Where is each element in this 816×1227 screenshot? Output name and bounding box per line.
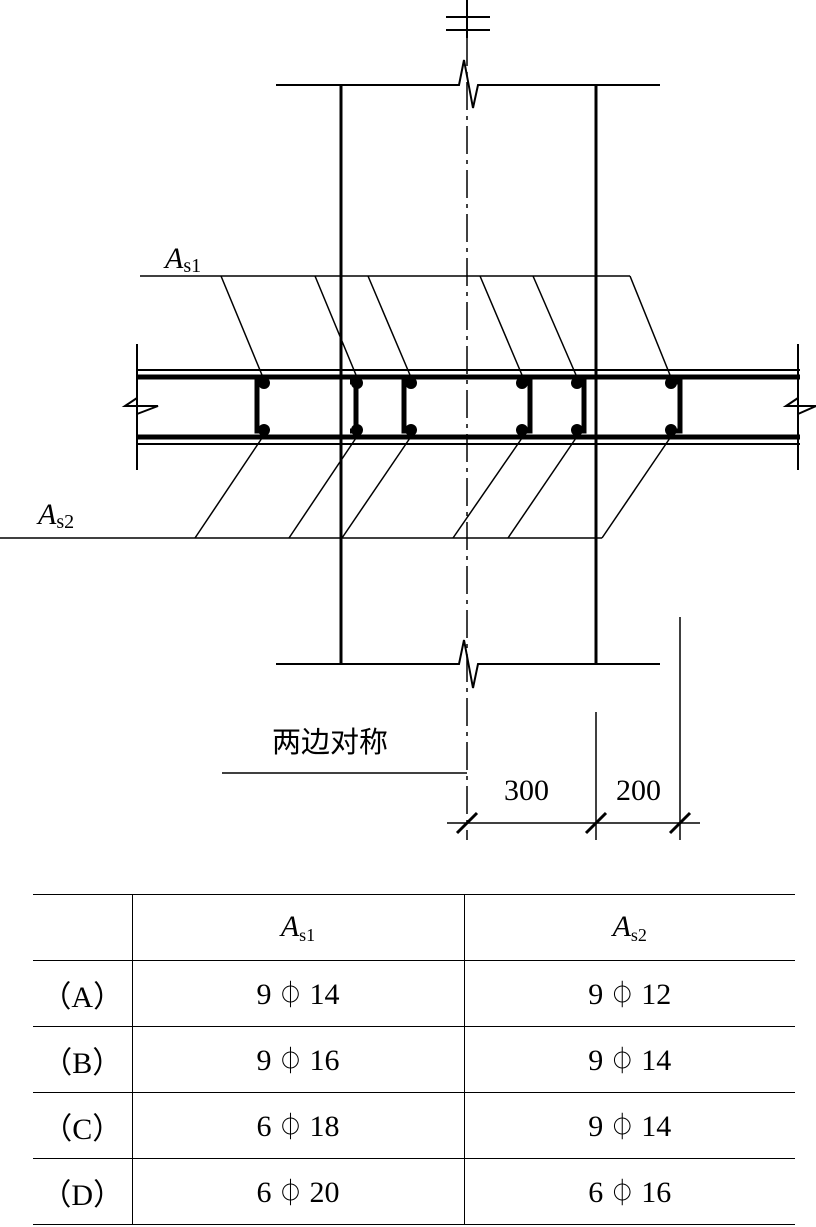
as1-value: 6⏀20: [131, 1158, 464, 1225]
rebar-dots: [258, 377, 677, 436]
option-label: （B）: [33, 1026, 132, 1093]
table-row: （C） 6⏀18 9⏀14: [33, 1092, 795, 1159]
dimension-200: 200: [616, 774, 661, 807]
as2-value: 6⏀16: [463, 1158, 795, 1225]
as2-leader-lines: [0, 437, 671, 539]
option-label: （D）: [33, 1158, 132, 1225]
dimension-lines: [447, 617, 700, 840]
rebar-grade-icon: ⏀: [609, 981, 636, 1011]
option-label: （A）: [33, 960, 132, 1027]
bottom-break-line: [276, 639, 660, 689]
table-row: （A） 9⏀14 9⏀12: [33, 960, 795, 1027]
label-as2: As2: [36, 498, 74, 533]
rebar-grade-icon: ⏀: [277, 1047, 304, 1077]
as1-value: 6⏀18: [131, 1092, 464, 1159]
as2-value: 9⏀14: [463, 1026, 795, 1093]
table-row: （B） 9⏀16 9⏀14: [33, 1026, 795, 1093]
dimension-300: 300: [504, 774, 549, 807]
top-break-line: [276, 59, 660, 109]
header-as2: As2: [463, 894, 795, 961]
slab-outline: [121, 344, 816, 470]
table-header-row: As1 As2: [33, 894, 795, 961]
rebar-grade-icon: ⏀: [609, 1113, 636, 1143]
rebar-grade-icon: ⏀: [277, 981, 304, 1011]
stirrups: [254, 379, 683, 434]
option-label: （C）: [33, 1092, 132, 1159]
rebar-grade-icon: ⏀: [277, 1179, 304, 1209]
label-as1: As1: [163, 242, 201, 277]
beam-column-joint-drawing: As1 As2 两边对称 300 200: [0, 0, 816, 840]
header-as1: As1: [131, 894, 464, 961]
as1-value: 9⏀14: [131, 960, 464, 1027]
table-row: （D） 6⏀20 6⏀16: [33, 1158, 795, 1225]
axis-top-mark: [446, 0, 490, 38]
symmetric-note: 两边对称: [272, 725, 388, 759]
answer-options-table: As1 As2 （A） 9⏀14 9⏀12 （B） 9⏀16 9⏀14 （C） …: [33, 894, 795, 1225]
as1-leader-lines: [140, 275, 671, 376]
as1-value: 9⏀16: [131, 1026, 464, 1093]
header-blank-cell: [33, 894, 132, 961]
rebar-grade-icon: ⏀: [277, 1113, 304, 1143]
rebar-grade-icon: ⏀: [609, 1179, 636, 1209]
as2-value: 9⏀14: [463, 1092, 795, 1159]
rebar-grade-icon: ⏀: [609, 1047, 636, 1077]
as2-value: 9⏀12: [463, 960, 795, 1027]
